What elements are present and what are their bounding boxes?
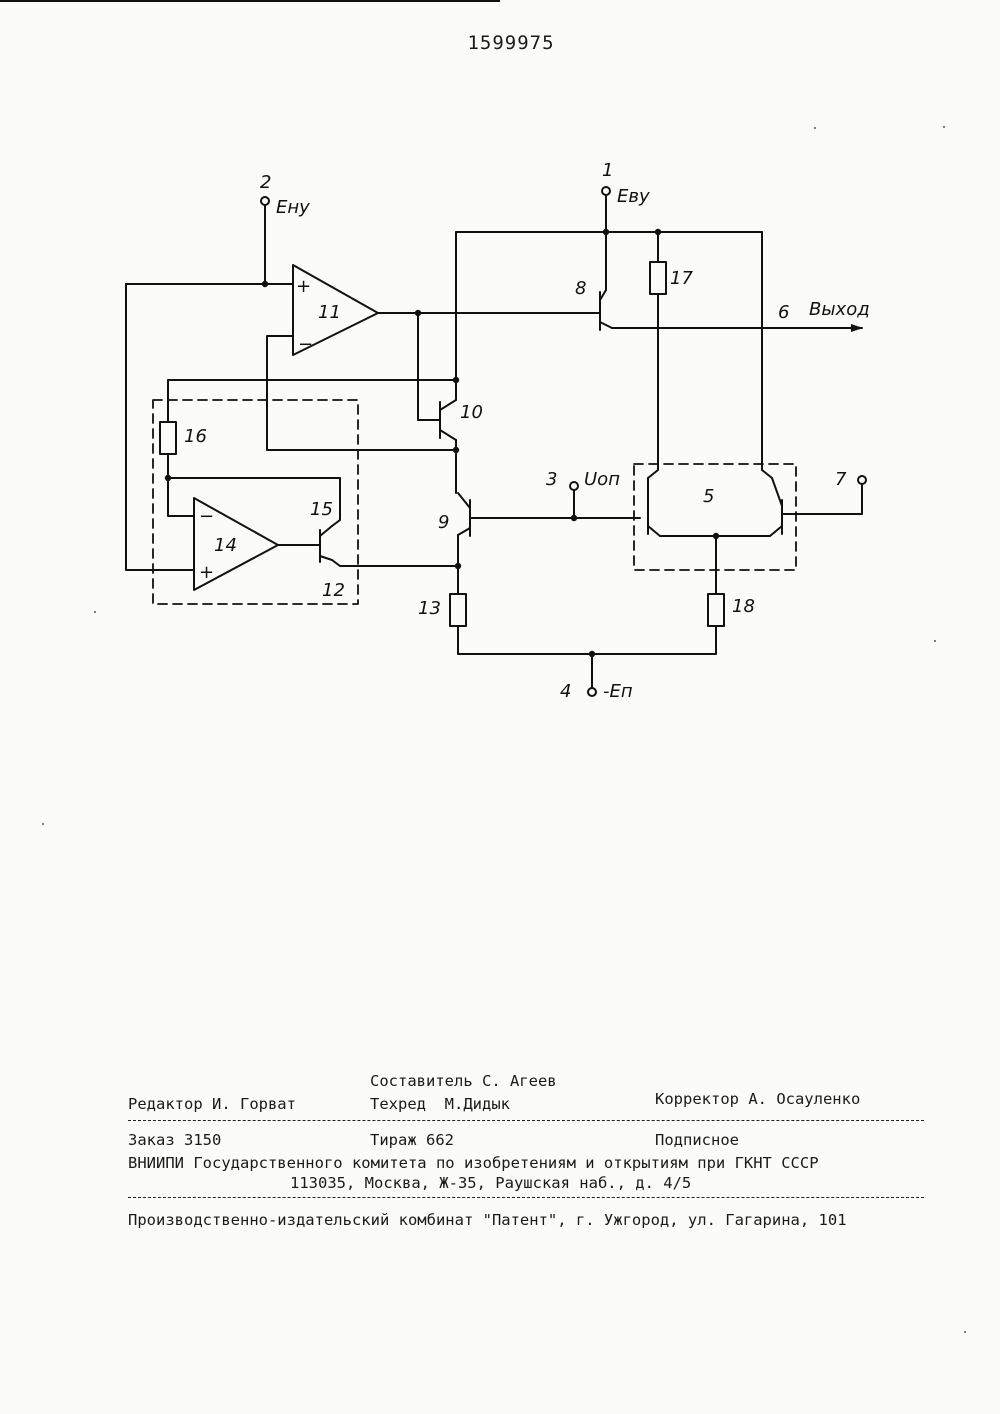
scan-speck <box>964 1331 966 1333</box>
output-label: Выход <box>809 299 870 320</box>
resistor-13-number: 13 <box>418 598 441 619</box>
transistor-8-number: 8 <box>575 278 586 299</box>
resistor-18 <box>708 594 724 626</box>
scan-speck <box>814 127 816 129</box>
terminal-3-circle <box>570 482 578 490</box>
terminal-2-label: Eну <box>276 197 310 218</box>
terminal-1-number: 1 <box>602 160 613 181</box>
terminal-4-number: 4 <box>560 681 571 702</box>
opamp-14-minus: − <box>199 506 214 527</box>
output-number: 6 <box>778 302 789 323</box>
opamp-14-plus: + <box>199 562 214 583</box>
transistor-9-number: 9 <box>438 512 449 533</box>
scan-speck <box>94 611 96 613</box>
resistor-13 <box>450 594 466 626</box>
terminal-3-number: 3 <box>546 469 557 490</box>
resistor-18-number: 18 <box>732 596 755 617</box>
imprint-divider-1 <box>128 1120 924 1121</box>
transistor-15 <box>320 526 332 562</box>
transistor-10 <box>440 400 456 440</box>
opamp-14-number: 14 <box>214 535 237 556</box>
terminal-2-number: 2 <box>260 172 271 193</box>
scan-speck <box>42 823 44 825</box>
circuit-diagram: 2 Eну 1 Eву 3 Uоп 7 4 -Eп 6 Выход 11 + −… <box>0 0 1000 780</box>
junction-dots <box>165 229 719 657</box>
terminal-1-label: Eву <box>617 186 650 207</box>
resistor-17-number: 17 <box>670 268 693 289</box>
transistor-8 <box>600 290 612 330</box>
opamp-11-minus: − <box>298 334 313 355</box>
terminal-3-label: Uоп <box>584 469 620 490</box>
transistor-10-number: 10 <box>460 402 483 423</box>
block-5-number: 5 <box>703 486 714 507</box>
resistor-16 <box>160 422 176 454</box>
scan-speck <box>934 640 936 642</box>
imprint-subscription: Подписное <box>655 1131 739 1149</box>
imprint-circulation: Тираж 662 <box>370 1131 454 1149</box>
transistor-9 <box>458 493 470 536</box>
terminal-7-number: 7 <box>835 469 847 490</box>
resistor-17 <box>650 262 666 294</box>
terminal-2-circle <box>261 197 269 205</box>
opamp-11-plus: + <box>296 276 311 297</box>
terminal-4-label: -Eп <box>603 681 633 702</box>
imprint-techred: Техред М.Дидык <box>370 1095 510 1113</box>
imprint-publisher: Производственно-издательский комбинат "П… <box>128 1211 847 1229</box>
terminal-4-circle <box>588 688 596 696</box>
imprint-editor: Редактор И. Горват <box>128 1095 296 1113</box>
imprint-address: 113035, Москва, Ж-35, Раушская наб., д. … <box>290 1174 691 1192</box>
terminal-7-circle <box>858 476 866 484</box>
opamp-11-number: 11 <box>318 302 341 323</box>
transistor-15-number: 15 <box>310 499 333 520</box>
block-12-number: 12 <box>322 580 345 601</box>
imprint-divider-2 <box>128 1197 924 1198</box>
terminal-1-circle <box>602 187 610 195</box>
transistor-5-right <box>770 478 782 536</box>
imprint-order: Заказ 3150 <box>128 1131 221 1149</box>
imprint-organization: ВНИИПИ Государственного комитета по изоб… <box>128 1154 819 1172</box>
transistor-5-left <box>648 478 660 536</box>
imprint-corrector: Корректор А. Осауленко <box>655 1090 860 1108</box>
imprint-composer: Составитель С. Агеев <box>370 1072 557 1090</box>
resistor-16-number: 16 <box>184 426 207 447</box>
scan-speck <box>943 126 945 128</box>
